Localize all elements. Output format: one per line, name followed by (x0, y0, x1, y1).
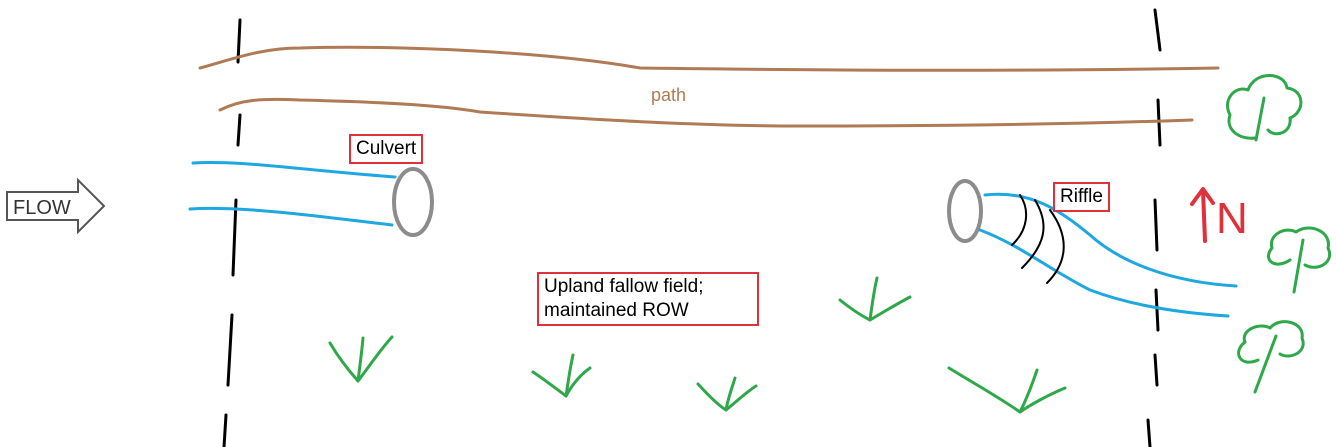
culvert-inlet-icon (392, 167, 434, 237)
tree-icon (1226, 74, 1303, 142)
stream-left (188, 160, 397, 227)
culvert-outlet-icon (947, 179, 983, 243)
tree-icon (1237, 320, 1305, 394)
stream-right (978, 192, 1238, 318)
north-label: N (1216, 194, 1248, 243)
left-boundary-line (222, 18, 242, 447)
grass-tuft-icon (696, 376, 758, 412)
grass-tuft-icon (531, 353, 592, 398)
field-label: Upland fallow field; maintained ROW (537, 272, 759, 326)
path-lines (198, 45, 1220, 128)
flow-label: FLOW (13, 197, 71, 219)
flow-arrow-icon: FLOW (6, 177, 106, 235)
riffle-label: Riffle (1053, 182, 1110, 212)
riffle-marks-icon (1011, 194, 1065, 284)
grass-tuft-icon (838, 276, 912, 322)
culvert-label: Culvert (349, 134, 424, 164)
tree-icon (1267, 226, 1332, 294)
path-label: path (651, 85, 687, 105)
grass-tuft-icon (328, 335, 394, 383)
grass-tuft-icon (947, 366, 1067, 414)
right-boundary-line (1146, 8, 1162, 447)
north-arrow-icon (1190, 187, 1215, 243)
